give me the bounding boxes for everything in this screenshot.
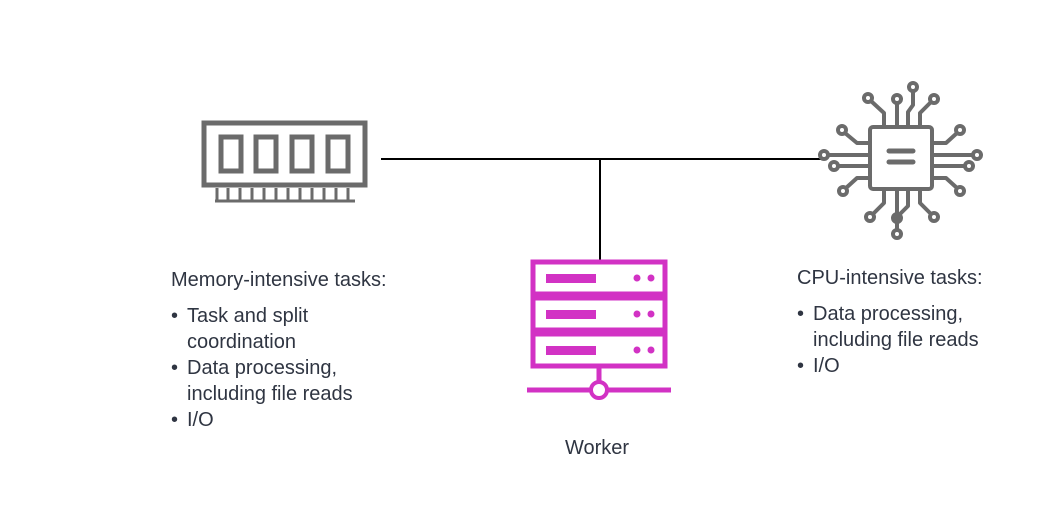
cpu-tasks-block: CPU-intensive tasks: Data processing, in… [797,265,1002,379]
ram-module-icon [201,120,368,203]
cpu-task-item: I/O [797,353,1002,379]
cpu-tasks-list: Data processing, including file reads I/… [797,301,1002,379]
memory-task-item: I/O [171,407,371,433]
cpu-tasks-heading: CPU-intensive tasks: [797,267,983,289]
worker-label: Worker [565,437,630,459]
memory-tasks-list: Task and split coordination Data process… [171,303,371,433]
memory-tasks-block: Memory-intensive tasks: Task and split c… [171,267,387,433]
cpu-task-item: Data processing, including file reads [797,301,1002,353]
memory-task-item: Task and split coordination [171,303,371,355]
cpu-chip-icon [818,81,983,240]
memory-tasks-heading: Memory-intensive tasks: [171,269,387,291]
server-icon [527,259,671,400]
memory-task-item: Data processing, including file reads [171,355,371,407]
